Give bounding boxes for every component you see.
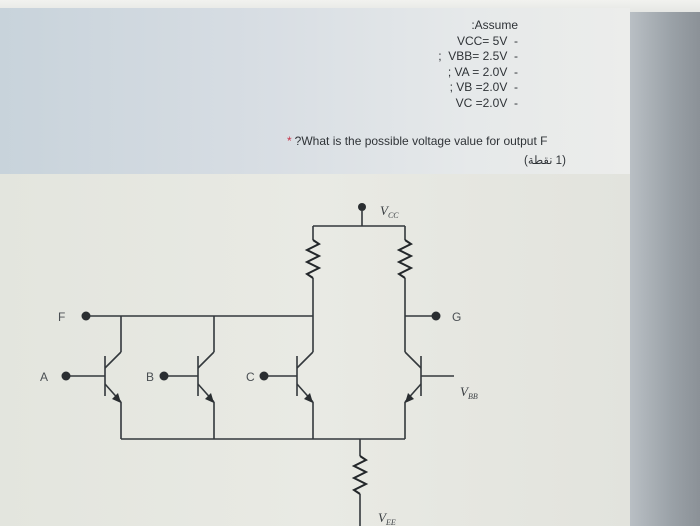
qc-emitter-arrow	[304, 393, 313, 403]
assume-vbb: ; VBB= 2.5V -	[438, 49, 518, 63]
emitter-resistor	[351, 455, 369, 495]
question-line: *?What is the possible voltage value for…	[287, 134, 547, 148]
assume-vb: ; VB =2.0V -	[449, 80, 518, 94]
assume-vc: VC =2.0V -	[455, 95, 518, 110]
vcc-terminal	[358, 203, 366, 211]
vee-label: VEE	[378, 510, 396, 526]
output-g-label: G	[452, 310, 461, 324]
points-label: (1 نقطة)	[524, 155, 566, 167]
circuit-diagram: VCC F G	[40, 203, 478, 526]
assume-title: :Assume	[471, 18, 518, 32]
assume-vcc: VCC= 5V -	[456, 33, 518, 48]
qb-emitter-arrow	[205, 393, 214, 403]
vcc-label: VCC	[380, 203, 399, 220]
output-f-label: F	[58, 310, 65, 324]
right-collector-resistor	[396, 239, 414, 279]
input-c-terminal	[259, 371, 269, 381]
qr-collector	[404, 351, 422, 369]
input-a-label: A	[40, 370, 48, 384]
output-g-terminal	[431, 311, 441, 321]
assume-block: :Assume VCC= 5V - ; VBB= 2.5V - ; VA = 2…	[438, 18, 518, 111]
input-b-terminal	[159, 371, 169, 381]
question-text: ?What is the possible voltage value for …	[294, 134, 548, 148]
vbb-label: VBB	[460, 384, 478, 401]
qa-collector	[104, 351, 122, 369]
qa-emitter-arrow	[112, 393, 121, 403]
qr-emitter-arrow	[405, 393, 414, 403]
qc-collector	[296, 351, 314, 369]
qb-collector	[197, 351, 215, 369]
input-a-terminal	[61, 371, 71, 381]
left-collector-resistor	[304, 239, 322, 279]
assume-va: ; VA = 2.0V -	[447, 64, 518, 79]
required-star: *	[287, 134, 292, 148]
right-panel	[630, 0, 700, 526]
question-area: :Assume VCC= 5V - ; VBB= 2.5V - ; VA = 2…	[0, 8, 630, 174]
input-b-label: B	[146, 370, 154, 384]
input-c-label: C	[246, 370, 255, 384]
circuit-area: VCC F G	[0, 174, 630, 526]
output-f-terminal	[81, 311, 91, 321]
